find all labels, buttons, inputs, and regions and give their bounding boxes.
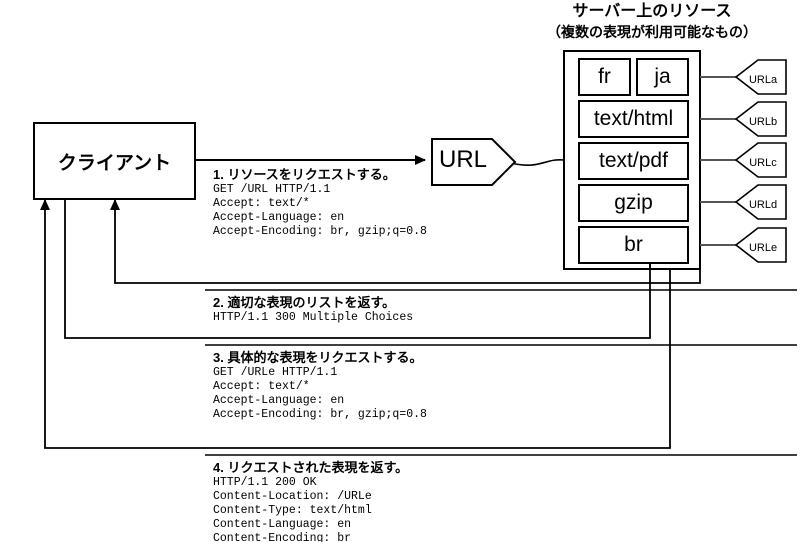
- url-tag-a: URLa: [740, 70, 786, 88]
- step-4: 4. リクエストされた表現を返す。 HTTP/1.1 200 OK Conten…: [213, 459, 408, 542]
- url-tag-label: URLb: [748, 116, 778, 128]
- representation-box-text-pdf[interactable]: text/pdf: [578, 142, 689, 180]
- url-node-label-wrap: URL: [432, 146, 494, 174]
- step-body: HTTP/1.1 200 OK Content-Location: /URLe …: [213, 476, 372, 542]
- flow-line-step2: [110, 199, 701, 284]
- flow-line-step3: [64, 200, 651, 339]
- step-3: 3. 具体的な表現をリクエストする。 GET /URLe HTTP/1.1 Ac…: [213, 349, 427, 422]
- url-tag-label: URLa: [748, 74, 778, 86]
- representation-box-text-html[interactable]: text/html: [578, 100, 689, 138]
- client-box[interactable]: クライアント: [33, 122, 196, 200]
- step-body: GET /URL HTTP/1.1 Accept: text/* Accept-…: [213, 183, 427, 238]
- url-tag-c: URLc: [740, 153, 786, 171]
- client-label: クライアント: [57, 152, 172, 174]
- url-tag-d: URLd: [740, 195, 786, 213]
- url-to-server-connector: [510, 159, 565, 167]
- representation-label: ja: [654, 65, 671, 88]
- step-title: 1. リソースをリクエストする。: [213, 167, 396, 182]
- url-tag-label: URLe: [748, 242, 778, 254]
- representation-box-gzip[interactable]: gzip: [578, 184, 689, 222]
- url-tag-label: URLc: [749, 157, 777, 169]
- step-title: 2. 適切な表現のリストを返す。: [213, 295, 396, 310]
- step-body: GET /URLe HTTP/1.1 Accept: text/* Accept…: [213, 366, 427, 421]
- url-tag-b: URLb: [740, 112, 786, 130]
- url-tag-shape-a[interactable]: [734, 59, 787, 95]
- representation-box-br[interactable]: br: [578, 226, 689, 264]
- step-1: 1. リソースをリクエストする。 GET /URL HTTP/1.1 Accep…: [213, 166, 427, 239]
- url-tag-e: URLe: [740, 238, 786, 256]
- server-title: サーバー上のリソース: [572, 3, 732, 20]
- url-tag-shape-d[interactable]: [734, 184, 787, 220]
- representation-label: gzip: [614, 191, 653, 214]
- url-tag-label: URLd: [748, 199, 778, 211]
- server-subtitle: （複数の表現が利用可能なもの）: [547, 24, 757, 40]
- representation-label: br: [624, 233, 643, 256]
- step-body: HTTP/1.1 300 Multiple Choices: [213, 311, 414, 324]
- representation-label: text/pdf: [599, 149, 668, 172]
- url-node-shape[interactable]: [431, 138, 517, 186]
- step-title: 4. リクエストされた表現を返す。: [213, 460, 409, 475]
- url-tag-shape-e[interactable]: [734, 227, 787, 263]
- url-tag-shape-c[interactable]: [734, 142, 787, 178]
- representation-label: text/html: [593, 107, 674, 130]
- representation-box-fr[interactable]: fr: [578, 58, 631, 96]
- step-title: 3. 具体的な表現をリクエストする。: [213, 350, 423, 365]
- representation-label: fr: [598, 65, 611, 88]
- representation-box-ja[interactable]: ja: [636, 58, 689, 96]
- flow-line-step4: [40, 199, 671, 449]
- step-2: 2. 適切な表現のリストを返す。 HTTP/1.1 300 Multiple C…: [213, 294, 413, 325]
- url-tag-shape-b[interactable]: [734, 101, 787, 137]
- url-node-label: URL: [438, 146, 487, 173]
